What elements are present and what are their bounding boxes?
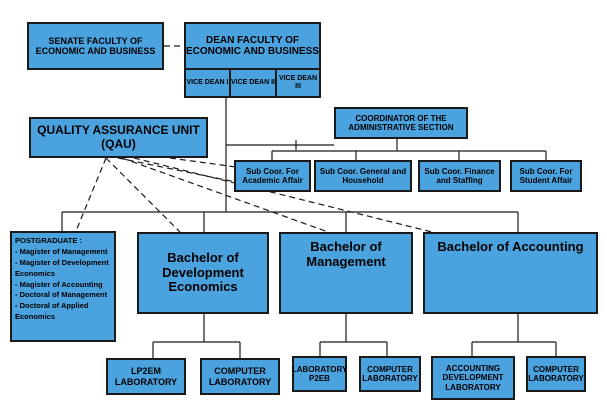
senate-label: SENATE FACULTY OF ECONOMIC AND BUSINESS — [35, 35, 156, 56]
postgraduate-item: - Magister of Accounting — [15, 279, 103, 289]
postgraduate-item: - Magister of Management — [15, 246, 108, 256]
bachelor-management-box: Bachelor of Management — [279, 232, 413, 314]
qau-label: QUALITY ASSURANCE UNIT (QAU) — [37, 122, 200, 151]
sub-coordinator-general-label: Sub Coor. General and Household — [319, 166, 407, 185]
postgraduate-title: POSTGRADUATE : — [15, 236, 82, 245]
bachelor-accounting-label: Bachelor of Accounting — [437, 239, 584, 254]
computer-lab-dev-label: COMPUTER LABORATORY — [208, 366, 272, 387]
computer-lab-management-label: COMPUTER LABORATORY — [362, 364, 418, 383]
computer-lab-accounting-label: COMPUTER LABORATORY — [528, 364, 584, 383]
postgraduate-item: - Doctoral of Applied Economics — [15, 301, 89, 322]
p2eb-lab-box: LABORATORY P2EB — [292, 356, 347, 392]
computer-lab-management-box: COMPUTER LABORATORY — [359, 356, 421, 392]
senate-box: SENATE FACULTY OF ECONOMIC AND BUSINESS — [27, 22, 164, 70]
bachelor-accounting-box: Bachelor of Accounting — [423, 232, 598, 314]
sub-coordinator-academic-label: Sub Coor. For Academic Affair — [242, 166, 303, 185]
vice-dean-2-label: VICE DEAN II — [231, 78, 275, 86]
bachelor-development-economics-label: Bachelor of Development Economics — [162, 249, 244, 295]
accounting-development-lab-label: ACCOUNTING DEVELOPMENT LABORATORY — [442, 364, 504, 392]
computer-lab-dev-box: COMPUTER LABORATORY — [200, 358, 280, 395]
vice-dean-1-label: VICE DEAN I — [186, 78, 229, 86]
bachelor-management-label: Bachelor of Management — [306, 239, 386, 269]
sub-coordinator-finance-box: Sub Coor. Finance and Staffing — [418, 160, 501, 192]
coordinator-box: COORDINATOR OF THE ADMINISTRATIVE SECTIO… — [334, 107, 468, 139]
dean-box: DEAN FACULTY OF ECONOMIC AND BUSINESS — [184, 22, 321, 70]
sub-coordinator-student-box: Sub Coor. For Student Affair — [510, 160, 582, 192]
sub-coordinator-academic-box: Sub Coor. For Academic Affair — [234, 160, 311, 192]
sub-coordinator-student-label: Sub Coor. For Student Affair — [519, 166, 573, 185]
vice-dean-3-box: VICE DEAN III — [275, 68, 321, 98]
accounting-development-lab-box: ACCOUNTING DEVELOPMENT LABORATORY — [431, 356, 515, 400]
lp2em-lab-label: LP2EM LABORATORY — [114, 366, 178, 387]
postgraduate-item: - Doctoral of Management — [15, 290, 108, 300]
p2eb-lab-label: LABORATORY P2EB — [291, 364, 348, 383]
lp2em-lab-box: LP2EM LABORATORY — [106, 358, 186, 395]
coordinator-label: COORDINATOR OF THE ADMINISTRATIVE SECTIO… — [348, 113, 454, 132]
bachelor-development-economics-box: Bachelor of Development Economics — [137, 232, 269, 314]
postgraduate-item: - Magister of Development Economics — [15, 257, 109, 278]
vice-dean-1-box: VICE DEAN I — [184, 68, 231, 98]
sub-coordinator-general-box: Sub Coor. General and Household — [314, 160, 412, 192]
sub-coordinator-finance-label: Sub Coor. Finance and Staffing — [424, 166, 495, 185]
computer-lab-accounting-box: COMPUTER LABORATORY — [526, 356, 586, 392]
vice-dean-2-box: VICE DEAN II — [229, 68, 277, 98]
postgraduate-box: POSTGRADUATE : - Magister of Management … — [10, 231, 116, 342]
dean-label: DEAN FACULTY OF ECONOMIC AND BUSINESS — [186, 34, 319, 58]
vice-dean-3-label: VICE DEAN III — [278, 74, 318, 90]
qau-box: QUALITY ASSURANCE UNIT (QAU) — [29, 117, 208, 158]
